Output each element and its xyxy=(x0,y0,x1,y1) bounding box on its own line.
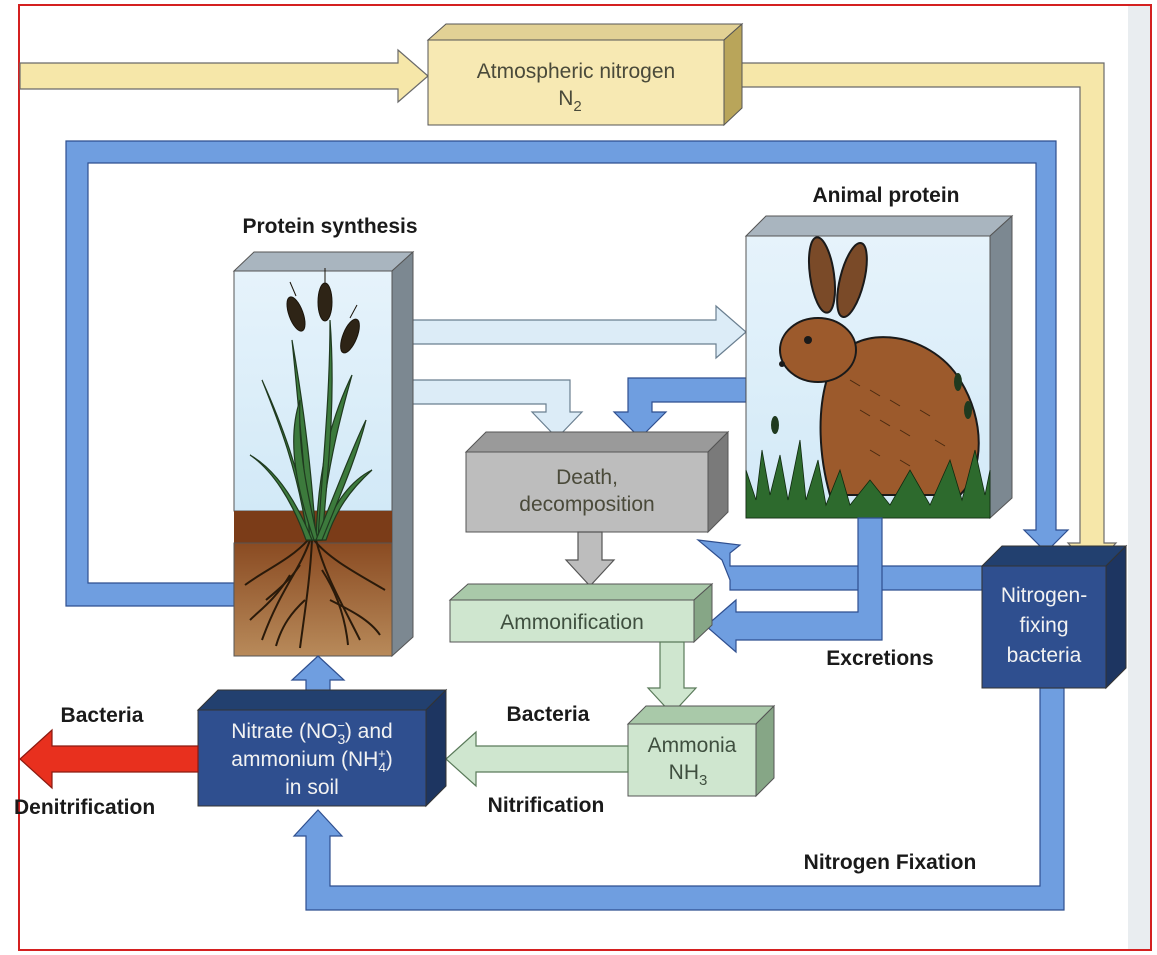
rabbit-icon xyxy=(779,236,980,496)
box-top xyxy=(448,583,714,601)
ammonia-line1: Ammonia xyxy=(648,734,737,757)
death-line1: Death, xyxy=(556,466,618,489)
arrow-death-to-ammonification xyxy=(564,531,616,587)
nitrate-line1: Nitrate (NO3−) and xyxy=(231,718,392,747)
box-top xyxy=(626,705,776,725)
arrow-denitrification xyxy=(19,728,199,790)
box-face xyxy=(197,709,427,807)
fixing-line3: bacteria xyxy=(1007,644,1082,667)
plant-roots xyxy=(244,539,386,649)
box-face xyxy=(627,723,757,797)
nitrogen-fixing-bacteria-box: Nitrogen- fixing bacteria xyxy=(980,544,1128,690)
arrow-ammonification-to-ammonia xyxy=(646,641,698,715)
atmospheric-line1: Atmospheric nitrogen xyxy=(477,60,675,83)
arrow-nitrogen-fixation xyxy=(292,687,1065,911)
death-line2: decomposition xyxy=(519,493,654,516)
box-side xyxy=(425,688,447,808)
fixing-line2: fixing xyxy=(1019,614,1068,637)
arrow-ammonia-to-nitrate xyxy=(445,730,629,788)
label-excretions: Excretions xyxy=(826,647,933,670)
arrow-excretions xyxy=(705,517,883,654)
box-side xyxy=(1105,544,1127,690)
ammonia-line2: NH3 xyxy=(669,761,708,789)
box-top xyxy=(464,431,730,453)
ammonification-box: Ammonification xyxy=(448,582,714,644)
atmospheric-line2: N2 xyxy=(558,87,582,115)
atmospheric-nitrogen-box: Atmospheric nitrogen N2 xyxy=(426,22,744,127)
label-protein-synthesis: Protein synthesis xyxy=(242,215,417,238)
arrow-plant-to-fixing-loop xyxy=(65,140,1070,607)
arrow-fixing-to-death xyxy=(696,539,983,591)
plant-sky xyxy=(233,270,393,512)
arrow-into-atmospheric xyxy=(19,48,429,104)
arrow-animal-to-death xyxy=(612,377,747,439)
box-side xyxy=(723,22,743,127)
nitrate-ammonium-box: Nitrate (NO3−) and ammonium (NH4+) in so… xyxy=(196,688,448,808)
animal-panel-top xyxy=(744,215,1014,237)
ammonification-label: Ammonification xyxy=(500,611,644,634)
box-face xyxy=(465,451,709,533)
grass-flowers xyxy=(771,373,972,434)
box-face xyxy=(981,565,1107,689)
wheat-plant-icon xyxy=(249,268,373,541)
ammonia-box: Ammonia NH3 xyxy=(626,704,776,798)
right-edge-shadow xyxy=(1128,6,1150,949)
box-top xyxy=(426,23,744,41)
arrow-plant-to-animal xyxy=(403,304,747,360)
label-nitrification: Nitrification xyxy=(488,794,605,817)
label-bacteria-left: Bacteria xyxy=(61,704,144,727)
grass xyxy=(745,439,991,519)
box-face xyxy=(427,39,725,126)
animal-panel xyxy=(744,214,1014,520)
plant-output-arrows xyxy=(403,304,747,439)
animal-panel-side xyxy=(989,214,1013,520)
label-nitrogen-fixation: Nitrogen Fixation xyxy=(804,851,977,874)
box-top xyxy=(196,689,448,711)
nitrate-line2: ammonium (NH4+) xyxy=(231,746,392,775)
label-bacteria-mid: Bacteria xyxy=(507,703,590,726)
plant-panel-side xyxy=(391,250,414,658)
plant-panel xyxy=(232,250,415,658)
box-face xyxy=(449,599,695,643)
label-animal-protein: Animal protein xyxy=(812,184,959,207)
plant-soil xyxy=(233,542,393,657)
nitrate-line3: in soil xyxy=(285,776,339,799)
fixing-line1: Nitrogen- xyxy=(1001,584,1087,607)
box-top xyxy=(980,545,1128,567)
plant-panel-top xyxy=(232,251,415,272)
arrow-plant-to-death xyxy=(403,379,584,439)
page-frame xyxy=(18,4,1152,951)
label-denitrification: Denitrification xyxy=(14,796,155,819)
death-decomposition-box: Death, decomposition xyxy=(464,430,730,534)
